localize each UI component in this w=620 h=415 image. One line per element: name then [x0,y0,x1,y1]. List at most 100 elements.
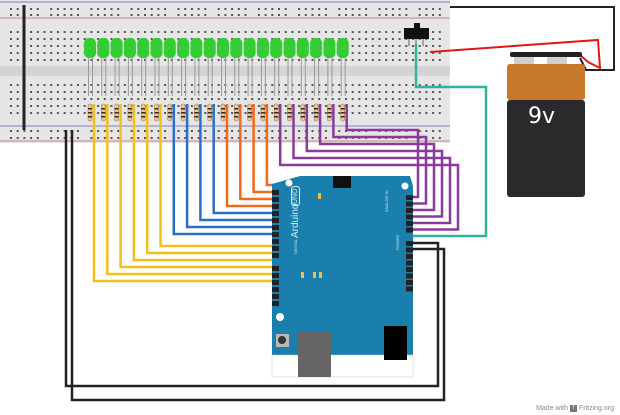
breadboard-hole [164,8,167,10]
breadboard-hole [77,59,79,61]
breadboard-hole [365,38,368,40]
led [323,38,336,58]
breadboard-hole [150,59,153,61]
breadboard-hole [36,137,39,139]
breadboard-hole [30,91,33,93]
breadboard-hole [211,105,213,107]
breadboard-hole [63,84,66,86]
resistor-band [287,108,292,110]
breadboard-hole [50,59,53,61]
breadboard-hole [36,31,39,33]
breadboard-hole [425,59,428,61]
breadboard-hole [264,98,267,100]
breadboard-hole [244,112,247,114]
led [110,38,123,58]
breadboard-hole [264,137,267,139]
header-pin [272,239,279,244]
breadboard-hole [204,105,207,107]
breadboard-hole [311,8,314,10]
breadboard-hole [190,91,193,93]
breadboard-hole [204,38,207,40]
breadboard-hole [190,8,193,10]
breadboard-hole [43,59,46,61]
breadboard-hole [278,8,280,10]
breadboard-hole [30,59,33,61]
breadboard-hole [157,8,160,10]
breadboard-hole [97,130,100,132]
breadboard-hole [117,31,120,33]
breadboard-hole [224,130,227,132]
breadboard-hole [10,8,12,10]
breadboard-hole [271,84,274,86]
header-pin [272,280,279,285]
header-pin [272,218,279,223]
breadboard-hole [438,105,441,107]
led [310,38,323,58]
breadboard-hole [144,91,146,93]
breadboard-hole [351,84,354,86]
breadboard-hole [63,112,66,114]
breadboard-hole [398,31,401,33]
breadboard-hole [432,45,435,47]
breadboard-hole [284,112,287,114]
breadboard-hole [30,130,33,132]
breadboard-hole [231,112,234,114]
breadboard-hole [70,98,73,100]
breadboard-hole [197,137,200,139]
breadboard-hole [378,14,381,16]
breadboard-hole [358,98,361,100]
breadboard-hole [204,31,207,33]
breadboard-hole [110,31,113,33]
breadboard-hole [438,31,441,33]
breadboard-hole [365,105,368,107]
wire-teal [410,44,488,238]
breadboard-hole [16,130,19,132]
breadboard-hole [130,8,133,10]
breadboard-hole [412,112,414,114]
breadboard-hole [137,31,140,33]
breadboard-hole [36,112,39,114]
breadboard-hole [117,98,120,100]
breadboard-hole [77,52,79,54]
fritzing-credit[interactable]: Made with f Fritzing.org [536,405,614,412]
analog-in-label: ANALOG IN [384,190,389,212]
breadboard-hole [405,52,408,54]
resistor-band [114,108,119,110]
breadboard-hole [405,59,408,61]
resistor-band [221,108,225,110]
breadboard-hole [338,59,341,61]
breadboard-hole [371,98,374,100]
breadboard-hole [438,38,441,40]
header-pin [406,227,413,233]
breadboard-hole [231,137,234,139]
breadboard-hole [432,52,435,54]
breadboard-hole [237,137,240,139]
breadboard-hole [365,112,368,114]
header-pin [272,232,279,237]
breadboard-hole [264,31,267,33]
breadboard-hole [150,105,153,107]
wire-red [429,38,602,70]
breadboard-hole [378,31,381,33]
breadboard-hole [298,105,301,107]
slide-switch[interactable] [404,23,429,46]
breadboard-hole [190,14,193,16]
breadboard-hole [50,38,53,40]
breadboard-hole [144,8,146,10]
breadboard-hole [30,84,33,86]
breadboard-hole [371,105,374,107]
breadboard-hole [16,84,19,86]
breadboard-hole [284,91,287,93]
breadboard-hole [391,59,394,61]
breadboard-hole [123,91,126,93]
resistor-band [300,108,305,110]
breadboard-hole [177,137,180,139]
breadboard-hole [36,52,39,54]
breadboard-hole [50,8,53,10]
breadboard-hole [63,130,66,132]
led [84,38,96,58]
breadboard-hole [311,91,314,93]
breadboard-hole [385,112,388,114]
breadboard-hole [83,84,86,86]
breadboard-hole [351,112,354,114]
